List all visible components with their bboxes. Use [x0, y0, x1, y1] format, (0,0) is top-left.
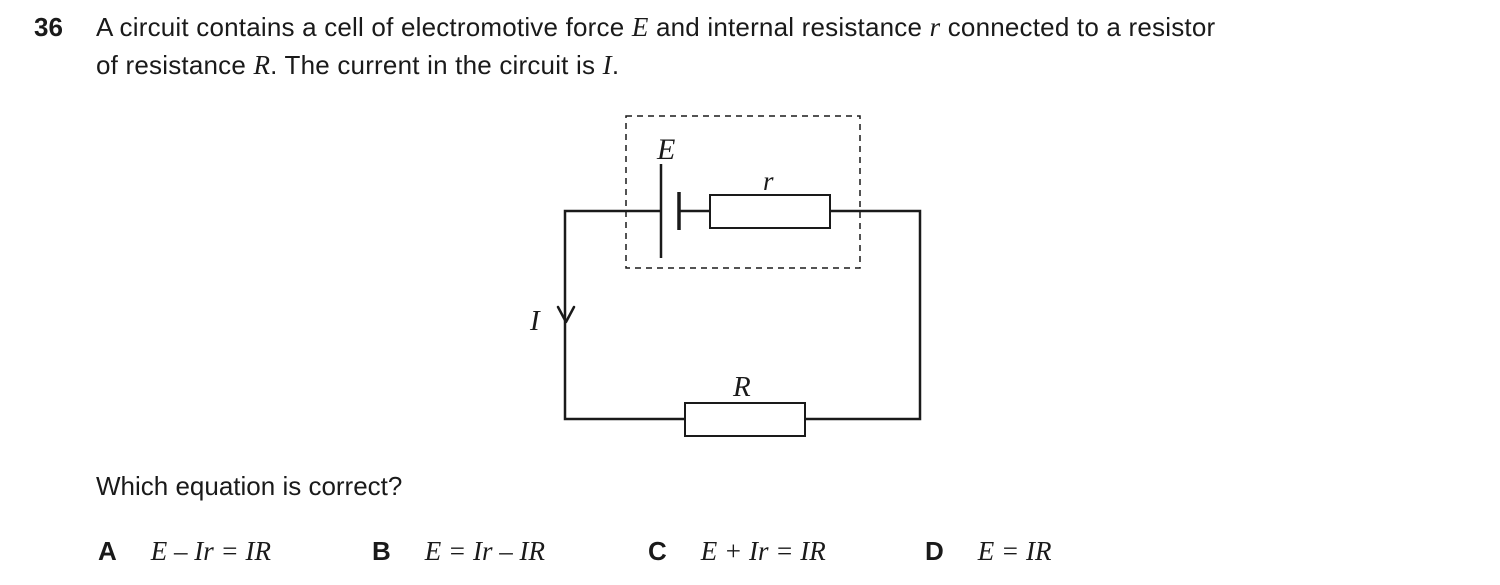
- resistor-label: R: [732, 371, 751, 403]
- question-line-1: A circuit contains a cell of electromoti…: [96, 12, 1215, 43]
- internal-resistor-box: [709, 194, 831, 229]
- question-text-segment: connected to a resistor: [940, 12, 1216, 42]
- question-number: 36: [34, 12, 63, 42]
- internal-resistance-label: r: [763, 166, 774, 196]
- question-text-segment: and internal resistance: [648, 12, 930, 42]
- current-label: I: [529, 305, 541, 337]
- option-b-letter: B: [372, 536, 391, 566]
- question-text-segment: . The current in the circuit is: [270, 50, 603, 80]
- question-prompt: Which equation is correct?: [96, 471, 403, 501]
- option-b-equation: E = Ir – IR: [424, 536, 545, 566]
- variable-R: R: [253, 50, 271, 80]
- question-line-2: of resistance R. The current in the circ…: [96, 50, 619, 81]
- option-a-letter: A: [98, 536, 117, 566]
- cell-dashed-boundary: [625, 115, 861, 269]
- option-a-equation: E – Ir = IR: [150, 536, 271, 566]
- question-text-segment: of resistance: [96, 50, 254, 80]
- question-text-segment: A circuit contains a cell of electromoti…: [96, 12, 632, 42]
- current-arrow: [556, 305, 576, 324]
- variable-I: I: [602, 50, 612, 80]
- option-c-equation: E + Ir = IR: [700, 536, 826, 566]
- option-c: C E + Ir = IR: [648, 536, 826, 567]
- variable-r: r: [929, 12, 941, 42]
- variable-E: E: [631, 12, 649, 42]
- emf-label: E: [656, 133, 675, 166]
- option-a: A E – Ir = IR: [98, 536, 271, 567]
- option-d: D E = IR: [925, 536, 1051, 567]
- circuit-wire: [563, 209, 922, 421]
- option-d-equation: E = IR: [977, 536, 1052, 566]
- external-resistor-box: [684, 402, 806, 437]
- option-b: B E = Ir – IR: [372, 536, 545, 567]
- option-d-letter: D: [925, 536, 944, 566]
- option-c-letter: C: [648, 536, 667, 566]
- question-text-segment: .: [611, 50, 620, 80]
